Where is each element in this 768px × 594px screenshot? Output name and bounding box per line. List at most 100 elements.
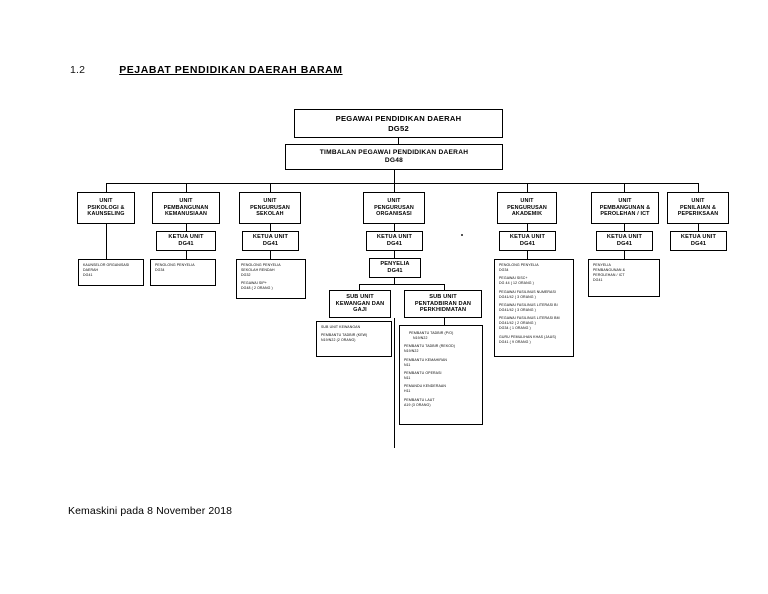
staff-pentadbiran-g3-line1: PEMBANTU KEMAHIRAN <box>404 357 448 362</box>
connector-kemanusiaan-to-ketua <box>186 224 187 231</box>
staff-sekolah-g1-line1: PENOLONG PENYELIA <box>241 263 281 267</box>
box-ketua-unit-penilaian: KETUA UNIT DG41 <box>670 231 727 251</box>
connector-bus-drop-pembangunan-perolehan-ict <box>624 183 625 192</box>
box-staff-sub-unit-pentadbiran: PEMBANTU TADBIR (P/O) N19/N22 PEMBANTU T… <box>399 325 483 425</box>
staff-sekolah-g1-line3: DG32 <box>241 273 251 278</box>
unit-akademik-line1: UNIT <box>520 198 534 205</box>
box-ketua-unit-organisasi: KETUA UNIT DG41 <box>366 231 423 251</box>
connector-bus-drop-pengurusan-organisasi <box>394 183 395 192</box>
penolong-kemanusiaan-line1: PENOLONG PENYELIA <box>155 263 195 267</box>
penyelia-ict-line4: DG41 <box>593 278 603 283</box>
staff-sekolah-group-1: PENOLONG PENYELIA SEKOLAH RENDAH DG32 <box>241 263 281 278</box>
staff-pentadbiran-group-6: PEMBANTU LAUT A19 (3 ORANG) <box>404 398 435 408</box>
box-staff-pengurusan-sekolah: PENOLONG PENYELIA SEKOLAH RENDAH DG32 PE… <box>236 259 306 299</box>
staff-akademik-g2-line2: DG 44 ( 12 ORANG ) <box>499 281 534 286</box>
connector-ketua-kemanusiaan-to-staff <box>186 251 187 259</box>
connector-bus-drop-pembangunan-kemanusiaan <box>186 183 187 192</box>
staff-akademik-g5-line1: PEGAWAI FASILINUS LITERASI BM <box>499 316 560 321</box>
staff-akademik-g5-line3: DG34 ( 1 ORANG ) <box>499 326 531 331</box>
ppd-title: PEGAWAI PENDIDIKAN DAERAH <box>335 114 462 124</box>
connector-bus-drop-pengurusan-akademik <box>527 183 528 192</box>
staff-pentadbiran-group-1: PEMBANTU TADBIR (P/O) N19/N22 <box>409 331 453 341</box>
box-kaunselor-organisasi-daerah: KAUNSELOR ORGANISASI DAERAH DG41 <box>78 259 144 286</box>
connector-ketua-ict-to-staff <box>624 251 625 259</box>
staff-akademik-g6-line2: DG41 ( 9 ORANG ) <box>499 339 531 344</box>
connector-bus-drop-penilaian-peperiksaan <box>698 183 699 192</box>
connector-bus-drop-pengurusan-sekolah <box>270 183 271 192</box>
unit-ict-line1: UNIT <box>618 198 632 205</box>
connector-bus-drop-pentadbiran <box>444 284 445 290</box>
connector-penyelia-drop <box>394 278 395 284</box>
penyelia-organisasi-line2: DG41 <box>387 268 403 274</box>
ketua-organisasi-line1: KETUA UNIT <box>376 234 413 241</box>
box-staff-sub-unit-kewangan: SUB UNIT KEWANGAN PEMBANTU TADBIR (KEW) … <box>316 321 392 357</box>
penyelia-organisasi-line1: PENYELIA <box>380 261 410 268</box>
staff-kewangan-g2-line1: PEMBANTU TADBIR (KEW) <box>321 333 368 338</box>
staff-kewangan-group-2: PEMBANTU TADBIR (KEW) N19/N22 (2 ORANG) <box>321 333 367 343</box>
box-ketua-unit-sekolah: KETUA UNIT DG41 <box>242 231 299 251</box>
staff-akademik-g3-line1: PEGAWAI FASILINUS NUMERASI <box>499 289 556 294</box>
connector-sekolah-to-ketua <box>270 224 271 231</box>
subunit-pentadbiran-line3: PERKHIDMATAN <box>419 307 467 314</box>
connector-pentadbiran-to-staff <box>444 318 445 325</box>
staff-akademik-g6-line1: GURU PEMULIHAN KHAS (JAUS) <box>499 334 557 339</box>
unit-akademik-line3: AKADEMIK <box>511 211 543 218</box>
subunit-pentadbiran-line2: PENTADBIRAN DAN <box>414 300 472 307</box>
ketua-kemanusiaan-line2: DG41 <box>178 241 194 247</box>
subunit-kewangan-line1: SUB UNIT <box>346 293 374 300</box>
unit-kemanusiaan-line2: PEMBANGUNAN <box>163 204 209 211</box>
connector-unit-bus <box>106 183 698 184</box>
connector-pentadbiran-stem <box>394 318 395 448</box>
staff-pentadbiran-g6-line1: PEMBANTU LAUT <box>404 397 435 402</box>
unit-sekolah-line3: SEKOLAH <box>256 211 284 218</box>
unit-organisasi-line3: ORGANISASI <box>376 211 412 218</box>
staff-sekolah-group-2: PEGAWAI SIP+ DG48 ( 2 ORANG ) <box>241 281 273 291</box>
subunit-kewangan-line2: KEWANGAN DAN <box>335 300 385 307</box>
staff-kewangan-g2-line2: N19/N22 (2 ORANG) <box>321 338 356 343</box>
kaunselor-line1: KAUNSELOR ORGANISASI <box>83 263 130 267</box>
scan-artifact-dot <box>461 234 463 236</box>
box-timbalan-pegawai-pendidikan-daerah: TIMBALAN PEGAWAI PENDIDIKAN DAERAH DG48 <box>285 144 503 170</box>
box-unit-penilaian-peperiksaan: UNIT PENILAIAN & PEPERIKSAAN <box>667 192 729 224</box>
staff-pentadbiran-g6-line2: A19 (3 ORANG) <box>404 402 431 407</box>
box-unit-psikologi-kaunseling: UNIT PSIKOLOGI & KAUNSELING <box>77 192 135 224</box>
ketua-sekolah-line2: DG41 <box>262 241 279 247</box>
penyelia-ict-line1: PENYELIA <box>593 263 611 267</box>
unit-organisasi-line1: UNIT <box>387 198 401 205</box>
box-ketua-unit-kemanusiaan: KETUA UNIT DG41 <box>156 231 216 251</box>
box-penyelia-organisasi: PENYELIA DG41 <box>369 258 421 278</box>
penolong-kemanusiaan-line2: DG34 <box>155 268 165 273</box>
connector-psikologi-to-staff <box>106 224 107 259</box>
unit-psikologi-line3: KAUNSELING <box>87 211 125 218</box>
unit-psikologi-line1: UNIT <box>99 198 113 205</box>
staff-akademik-group-1: PENOLONG PENYELIA DG34 <box>499 263 539 273</box>
connector-ketua-akademik-to-staff <box>527 251 528 259</box>
unit-ict-line3: PEROLEHAN / ICT <box>600 211 650 218</box>
staff-akademik-group-6: GURU PEMULIHAN KHAS (JAUS) DG41 ( 9 ORAN… <box>499 335 556 345</box>
unit-penilaian-line3: PEPERIKSAAN <box>677 211 719 218</box>
staff-akademik-g1-line2: DG34 <box>499 268 509 273</box>
unit-kemanusiaan-line1: UNIT <box>179 198 193 205</box>
unit-akademik-line2: PENGURUSAN <box>507 204 547 211</box>
unit-penilaian-line1: UNIT <box>691 198 705 205</box>
penyelia-ict-line3: PEROLEHAN / ICT <box>593 273 625 278</box>
staff-pentadbiran-g3-line2: N11 <box>404 362 411 367</box>
subunit-pentadbiran-line1: SUB UNIT <box>429 293 457 300</box>
staff-sekolah-g2-line2: DG48 ( 2 ORANG ) <box>241 286 273 291</box>
staff-pentadbiran-g4-line2: N11 <box>404 376 411 380</box>
box-staff-pengurusan-akademik: PENOLONG PENYELIA DG34 PEGAWAI SISC+ DG … <box>494 259 574 357</box>
ppd-grade: DG52 <box>388 123 409 133</box>
box-sub-unit-pentadbiran-perkhidmatan: SUB UNIT PENTADBIRAN DAN PERKHIDMATAN <box>404 290 482 318</box>
staff-pentadbiran-g2-line1: PEMBANTU TADBIR (REKOD) <box>404 344 455 349</box>
staff-pentadbiran-group-5: PEMANDU KENDERAAN H11 <box>404 384 446 394</box>
staff-akademik-g2-line1: PEGAWAI SISC+ <box>499 276 528 281</box>
staff-pentadbiran-g1-line1: PEMBANTU TADBIR (P/O) <box>409 331 454 335</box>
ketua-penilaian-line2: DG41 <box>690 241 707 247</box>
unit-penilaian-line2: PENILAIAN & <box>679 204 717 211</box>
box-unit-pengurusan-organisasi: UNIT PENGURUSAN ORGANISASI <box>363 192 425 224</box>
connector-subunit-bus <box>359 284 444 285</box>
box-penyelia-pembangunan-perolehan-ict: PENYELIA PEMBANGUNAN & PEROLEHAN / ICT D… <box>588 259 660 297</box>
connector-head-to-deputy <box>398 138 399 144</box>
ketua-organisasi-line2: DG41 <box>386 241 403 247</box>
